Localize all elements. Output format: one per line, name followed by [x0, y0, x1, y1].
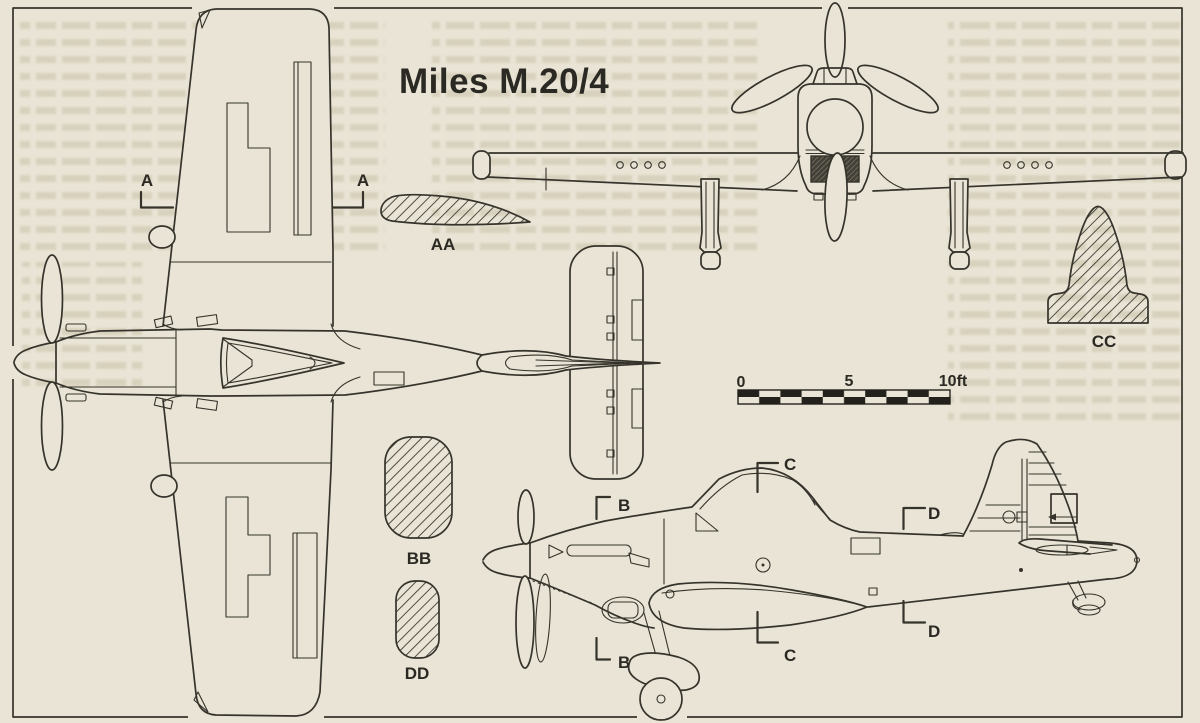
fin-rudder-plan [476, 349, 661, 377]
gun-ports [616, 161, 1053, 169]
section-label-b-top: B [618, 496, 630, 515]
section-label-d-top: D [928, 504, 940, 523]
tail-side [1018, 537, 1141, 616]
section-cc-label: CC [1092, 332, 1117, 351]
fuselage-hatch [373, 371, 405, 386]
landing-gear-front [699, 178, 971, 270]
cross-sections: AA BB CC DD [380, 193, 1149, 683]
spinner-front [806, 98, 864, 156]
section-aa-airfoil [380, 193, 531, 226]
tailwheel [1072, 593, 1106, 611]
section-bb-label: BB [407, 549, 432, 568]
fin-rudder-side [939, 438, 1079, 542]
section-bb-shape [384, 436, 453, 539]
upper-wingtip-light [198, 9, 211, 29]
wheel-well [601, 596, 645, 624]
lower-wingtip-light [193, 691, 209, 713]
aileron-panels [292, 61, 318, 659]
scale-bar: 0 5 10ft [737, 373, 968, 405]
upper-gun-bay-panel [226, 102, 271, 233]
front-view [472, 2, 1187, 270]
section-d-markers: D D [902, 504, 940, 641]
section-b-markers: B B [595, 495, 630, 672]
section-label-a-right: A [357, 171, 369, 190]
section-label-d-bottom: D [928, 622, 940, 641]
section-cc-shape [1047, 205, 1149, 324]
scale-tick-0: 0 [737, 374, 746, 391]
fuselage-plan [13, 314, 483, 411]
mainwheel [639, 677, 683, 721]
section-dd-shape [395, 580, 440, 659]
page-title: Miles M.20/4 [399, 62, 609, 101]
section-label-a-left: A [141, 171, 153, 190]
lower-gun-bay-panel [225, 496, 271, 618]
side-view: B B C C D D [482, 438, 1141, 721]
section-aa-label: AA [431, 235, 456, 254]
section-label-c-bottom: C [784, 646, 796, 665]
section-a-markers: A A [139, 171, 369, 209]
section-label-b-bottom: B [618, 653, 630, 672]
exhaust-trough [566, 544, 632, 557]
section-dd-label: DD [405, 664, 430, 683]
section-label-c-top: C [784, 455, 796, 474]
propeller-plan [40, 254, 64, 471]
plan-view: A A [13, 8, 661, 717]
wing-fillet-side [648, 581, 868, 631]
scale-tick-5: 5 [845, 373, 854, 390]
scale-tick-10: 10ft [939, 373, 968, 390]
scale-bar-rule [737, 389, 951, 405]
lower-prop-blade [824, 152, 848, 242]
canopy-side [695, 472, 831, 532]
landing-gear-side [627, 610, 701, 721]
nose-details-side [515, 489, 665, 669]
canopy-plan [219, 337, 345, 389]
rudder-trim-tab [1050, 493, 1078, 524]
propeller-front [731, 2, 939, 114]
section-c-markers: C C [756, 455, 796, 665]
